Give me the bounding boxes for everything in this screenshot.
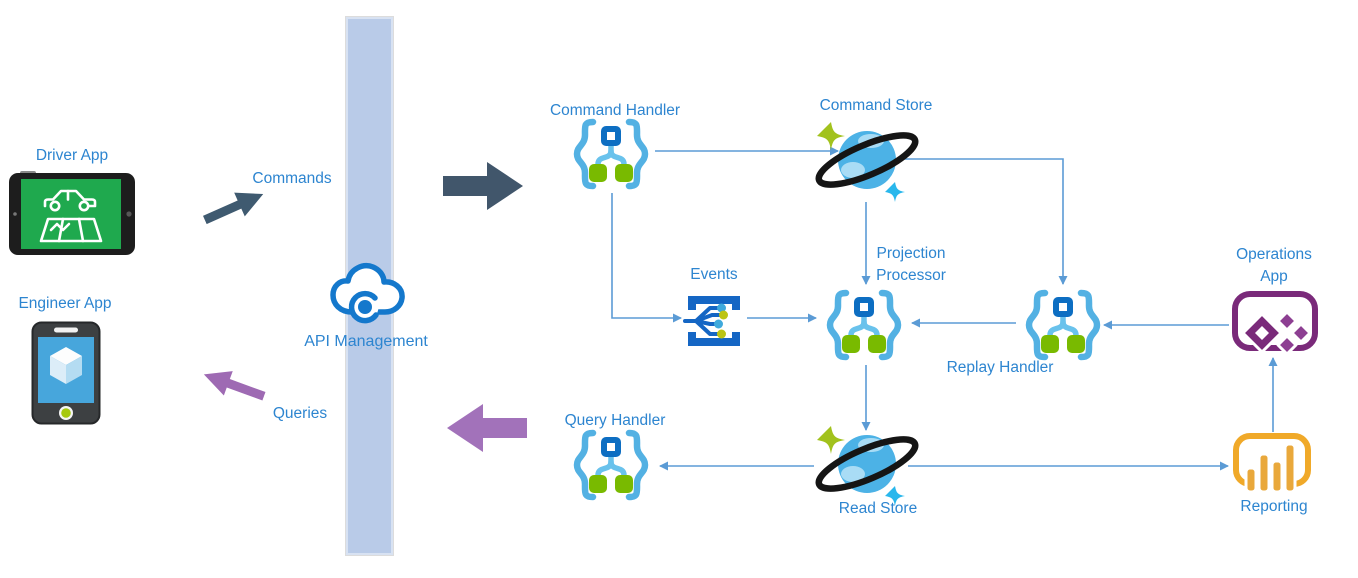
small-right-up-arrow — [202, 192, 264, 225]
tablet-car-map-icon — [9, 171, 135, 255]
event-hubs-icon — [683, 296, 740, 346]
small-left-up-arrow — [203, 371, 266, 401]
reporting-label: Reporting — [1240, 498, 1308, 515]
replay-handler-label: Replay Handler — [946, 359, 1054, 376]
large-left-arrow — [447, 404, 527, 452]
query-handler-icon — [573, 429, 649, 501]
read-store-icon — [815, 426, 919, 506]
api-management-label: API Management — [304, 333, 428, 350]
query-handler-label: Query Handler — [564, 412, 666, 429]
command-store-icon — [815, 122, 919, 202]
operations-app-label: Operations App — [1236, 246, 1312, 285]
command-handler-icon — [573, 118, 649, 190]
power-apps-icon — [1232, 291, 1318, 354]
driver-app-label: Driver App — [35, 147, 109, 164]
large-right-arrow — [443, 162, 523, 210]
engineer-app-label: Engineer App — [18, 295, 112, 312]
command-store-label: Command Store — [819, 97, 933, 114]
read-store-label: Read Store — [838, 500, 918, 517]
power-bi-icon — [1233, 433, 1311, 494]
command-handler-label: Command Handler — [549, 102, 681, 119]
projection-processor-icon — [826, 289, 902, 361]
replay-handler-icon — [1025, 289, 1101, 361]
commands-label: Commands — [252, 170, 332, 187]
phone-cube-icon — [31, 321, 101, 425]
projection-processor-label: Projection Processor — [876, 245, 946, 284]
cloud-api-management-icon — [330, 263, 405, 324]
queries-label: Queries — [272, 405, 328, 422]
events-label: Events — [690, 266, 738, 283]
